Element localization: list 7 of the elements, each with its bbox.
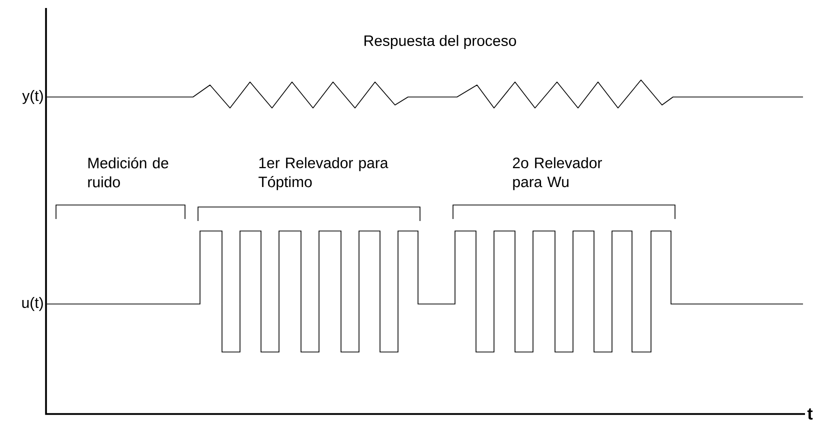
plot-title: Respuesta del proceso [364, 35, 516, 49]
axis-label: y(t) [22, 90, 43, 104]
interval-label: Medición de ruido [88, 157, 168, 188]
axis-label: t [807, 408, 813, 420]
axis-label: u(t) [22, 297, 43, 311]
interval-label: 2o Relevador para Wu [512, 157, 602, 190]
interval-label: 1er Relevador para Tóptimo [258, 157, 388, 190]
